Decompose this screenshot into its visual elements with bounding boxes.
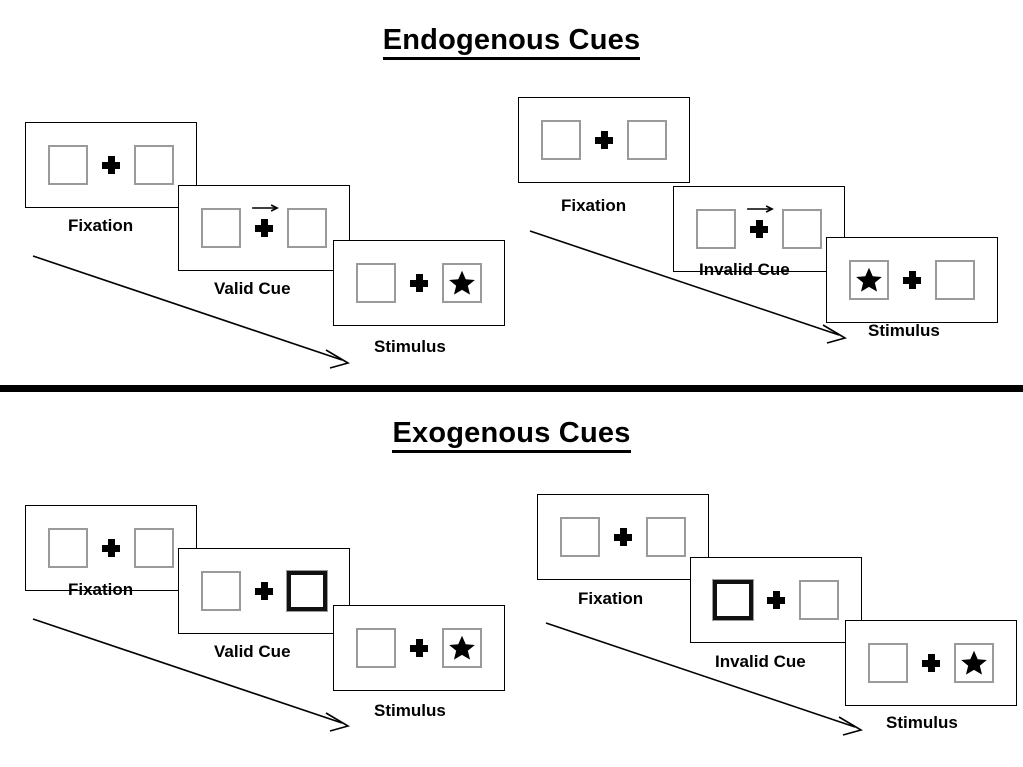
- center-column: [88, 156, 134, 174]
- time-progression-arrow-icon: [32, 618, 351, 732]
- left-box: [48, 528, 88, 568]
- left-box: [356, 263, 396, 303]
- star-icon: [961, 650, 987, 675]
- panel-content: [519, 98, 689, 182]
- time-progression-arrow-icon: [32, 255, 351, 369]
- caption-endogenous-invalid-stimulus: Stimulus: [868, 321, 940, 340]
- fixation-cross-icon: [102, 156, 120, 174]
- panel-exogenous-valid-cue: [178, 548, 350, 634]
- left-box: [201, 571, 241, 611]
- panel-exogenous-valid-fixation: [25, 505, 197, 591]
- fixation-cross-icon: [255, 219, 273, 237]
- caption-exogenous-valid-fixation: Fixation: [68, 580, 134, 599]
- fixation-cross-icon: [255, 582, 273, 600]
- right-box: [287, 208, 327, 248]
- center-column: [753, 591, 799, 609]
- panel-exogenous-invalid-fixation: [537, 494, 709, 580]
- right-box: [134, 528, 174, 568]
- center-column: [241, 582, 287, 600]
- panel-endogenous-valid-cue: [178, 185, 350, 271]
- right-box: [782, 209, 822, 249]
- caption-exogenous-valid-cue: Valid Cue: [214, 642, 291, 661]
- panel-content: [334, 241, 504, 325]
- arrow-right-icon: [747, 205, 774, 213]
- left-box: [201, 208, 241, 248]
- panel-endogenous-valid-stimulus: [333, 240, 505, 326]
- left-box-cued: [712, 579, 754, 621]
- right-box: [646, 517, 686, 557]
- left-box: [696, 209, 736, 249]
- panel-exogenous-invalid-stimulus: [845, 620, 1017, 706]
- fixation-cross-icon: [922, 654, 940, 672]
- star-icon: [449, 635, 475, 660]
- right-box-cued: [286, 570, 328, 612]
- caption-endogenous-valid-fixation: Fixation: [68, 216, 134, 235]
- center-column: [600, 528, 646, 546]
- right-box: [954, 643, 994, 683]
- center-column: [908, 654, 954, 672]
- left-box: [560, 517, 600, 557]
- fixation-cross-icon: [102, 539, 120, 557]
- panel-endogenous-valid-fixation: [25, 122, 197, 208]
- caption-endogenous-invalid-cue: Invalid Cue: [699, 260, 790, 279]
- center-column: [889, 271, 935, 289]
- center-column: [581, 131, 627, 149]
- section-divider: [0, 385, 1023, 392]
- caption-endogenous-invalid-fixation: Fixation: [561, 196, 627, 215]
- panel-content: [691, 558, 861, 642]
- exogenous-title-text: Exogenous Cues: [392, 417, 631, 453]
- fixation-cross-icon: [614, 528, 632, 546]
- caption-exogenous-invalid-stimulus: Stimulus: [886, 713, 958, 732]
- caption-exogenous-invalid-fixation: Fixation: [578, 589, 644, 608]
- panel-content: [334, 606, 504, 690]
- arrow-right-icon: [252, 204, 279, 212]
- panel-content: [538, 495, 708, 579]
- endogenous-section-title: Endogenous Cues: [0, 24, 1023, 60]
- caption-endogenous-valid-stimulus: Stimulus: [374, 337, 446, 356]
- center-column: [396, 639, 442, 657]
- right-box: [442, 628, 482, 668]
- panel-content: [674, 187, 844, 271]
- center-column: [241, 204, 287, 237]
- panel-exogenous-valid-stimulus: [333, 605, 505, 691]
- fixation-cross-icon: [410, 274, 428, 292]
- fixation-cross-icon: [750, 220, 768, 238]
- panel-exogenous-invalid-cue: [690, 557, 862, 643]
- star-icon: [856, 267, 882, 292]
- right-box: [799, 580, 839, 620]
- star-icon: [449, 270, 475, 295]
- fixation-cross-icon: [595, 131, 613, 149]
- center-column: [396, 274, 442, 292]
- left-box: [849, 260, 889, 300]
- panel-endogenous-invalid-fixation: [518, 97, 690, 183]
- time-progression-arrow-icon: [545, 622, 864, 736]
- left-box: [868, 643, 908, 683]
- panel-content: [26, 123, 196, 207]
- endogenous-title-text: Endogenous Cues: [382, 24, 641, 60]
- right-box: [935, 260, 975, 300]
- fixation-cross-icon: [410, 639, 428, 657]
- fixation-cross-icon: [903, 271, 921, 289]
- caption-exogenous-invalid-cue: Invalid Cue: [715, 652, 806, 671]
- right-box: [627, 120, 667, 160]
- panel-content: [846, 621, 1016, 705]
- left-box: [356, 628, 396, 668]
- panel-content: [179, 549, 349, 633]
- center-column: [736, 205, 782, 238]
- right-box: [442, 263, 482, 303]
- panel-content: [26, 506, 196, 590]
- panel-endogenous-invalid-cue: [673, 186, 845, 272]
- panel-endogenous-invalid-stimulus: [826, 237, 998, 323]
- panel-content: [179, 186, 349, 270]
- right-box: [134, 145, 174, 185]
- caption-endogenous-valid-cue: Valid Cue: [214, 279, 291, 298]
- panel-content: [827, 238, 997, 322]
- exogenous-section-title: Exogenous Cues: [0, 417, 1023, 453]
- center-column: [88, 539, 134, 557]
- left-box: [541, 120, 581, 160]
- time-progression-arrow-icon: [529, 230, 848, 344]
- caption-exogenous-valid-stimulus: Stimulus: [374, 701, 446, 720]
- fixation-cross-icon: [767, 591, 785, 609]
- left-box: [48, 145, 88, 185]
